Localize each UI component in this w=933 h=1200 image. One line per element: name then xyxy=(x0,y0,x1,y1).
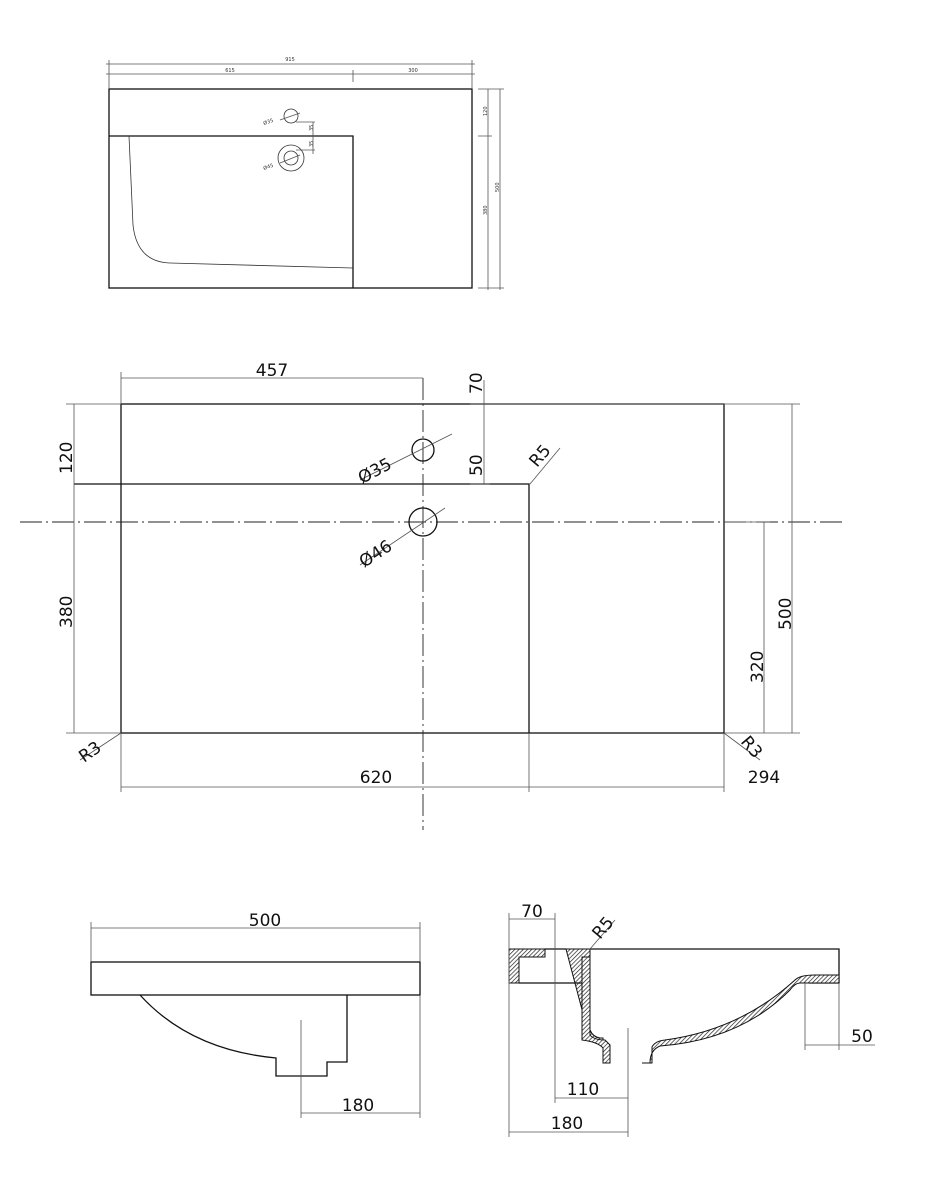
section-wall-hatch xyxy=(581,956,611,1064)
plan-view: 457 70 50 120 380 500 320 620 294 Ø35 Ø4… xyxy=(20,361,843,830)
tap-ledge-dim: 50 xyxy=(467,454,487,476)
tap-position-dim: 457 xyxy=(256,361,288,381)
section-left-hatch xyxy=(508,948,546,984)
small-drain-outer xyxy=(277,144,305,172)
small-back-depth: 120 xyxy=(483,106,489,116)
bottom-dims xyxy=(120,733,725,792)
front-depth-dim: 380 xyxy=(57,596,77,628)
inner-radius-label: R5 xyxy=(526,441,556,471)
drain-hole xyxy=(408,507,438,537)
small-outline xyxy=(108,88,473,289)
small-drain-inner xyxy=(283,150,299,166)
small-top-view: 915 615 300 Ø35 Ø45 35 35 120 380 500 xyxy=(106,57,504,290)
small-width-dims xyxy=(106,60,475,89)
small-drain-hole-label: Ø45 xyxy=(262,162,274,172)
side-depth-dim: 500 xyxy=(249,911,281,931)
plan-outline xyxy=(120,403,725,734)
small-tap-offset: 35 xyxy=(309,125,315,131)
small-overall-width: 915 xyxy=(285,57,295,63)
basin-width-dim: 620 xyxy=(360,768,392,788)
section-inner-lines xyxy=(519,948,582,984)
small-tap-hole-label: Ø35 xyxy=(262,117,274,127)
small-left-width: 615 xyxy=(225,68,235,74)
small-tap-hole xyxy=(283,108,299,124)
section-bowl-hatch xyxy=(642,974,840,1064)
tap-hole-label: Ø35 xyxy=(355,454,395,488)
section-view: 70 R5 110 180 50 xyxy=(508,902,875,1137)
small-basin-curve xyxy=(128,135,354,269)
shelf-depth-dim: 320 xyxy=(748,651,768,683)
drain-hole-label: Ø46 xyxy=(356,536,396,572)
right-radius-label: R3 xyxy=(736,732,766,762)
side-dims xyxy=(90,922,421,1118)
top-dims xyxy=(120,372,800,485)
section-dims xyxy=(508,913,875,1137)
left-radius-label: R3 xyxy=(75,738,105,767)
leader-lines xyxy=(79,433,761,761)
small-right-width: 300 xyxy=(408,68,418,74)
small-basin-edge xyxy=(109,135,354,288)
side-drain-dim: 180 xyxy=(342,1096,374,1116)
shelf-width-dim: 294 xyxy=(748,768,780,788)
section-ledge-dim: 70 xyxy=(521,902,543,922)
side-dims xyxy=(66,403,800,734)
small-drain-offset: 35 xyxy=(309,141,315,147)
section-front-lip-dim: 50 xyxy=(851,1027,873,1047)
side-bowl xyxy=(139,994,348,1077)
plan-basin-edge xyxy=(74,483,530,733)
side-top-slab xyxy=(90,961,421,996)
tap-hole xyxy=(411,438,435,462)
section-radius-label: R5 xyxy=(589,913,619,943)
small-depth-dims xyxy=(478,88,504,290)
small-basin-depth: 380 xyxy=(483,205,489,215)
overall-depth-dim: 500 xyxy=(776,598,796,630)
section-drain-tap-dim: 110 xyxy=(567,1080,599,1100)
section-drain-back-dim: 180 xyxy=(551,1114,583,1134)
side-view: 500 180 xyxy=(90,911,421,1118)
tap-back-dim: 70 xyxy=(467,372,487,394)
small-hole-dims xyxy=(279,112,315,164)
back-ledge-dim: 120 xyxy=(57,442,77,474)
small-overall-depth: 500 xyxy=(495,182,501,192)
